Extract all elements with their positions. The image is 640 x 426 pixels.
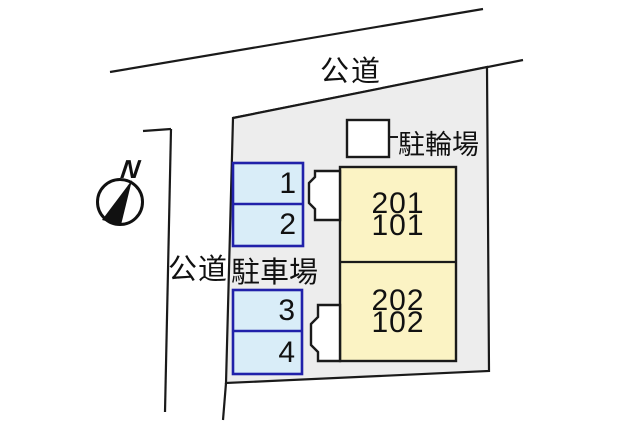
building-outline (338, 165, 458, 363)
bicycle-parking-box (345, 118, 391, 159)
parking-space-4: 4 (278, 336, 295, 369)
parcel-boundary-extension (221, 382, 228, 421)
bicycle-parking-label: 駐輪場 (398, 130, 479, 160)
unit-number-201: 201 (371, 186, 425, 220)
entrance-porch-lower (309, 303, 342, 363)
unit-number-101: 101 (371, 208, 425, 242)
parking-space-3: 3 (278, 294, 295, 327)
top-road-upper-edge (109, 7, 484, 74)
top-road-label: 公道 (320, 56, 383, 88)
left-road-edge (163, 128, 173, 413)
compass-needle-icon (102, 180, 132, 225)
building-unit-202-102: 202 102 (340, 262, 456, 361)
left-road-label: 公道 (168, 254, 229, 286)
building-unit-201-101: 201 101 (340, 167, 456, 262)
left-road-corner-tick (142, 127, 172, 133)
unit-number-202: 202 (371, 283, 425, 317)
unit-number-102: 102 (371, 305, 425, 339)
parking-space-2: 2 (279, 208, 296, 241)
parking-lot-label: 駐車場 (231, 257, 319, 289)
parking-space-1: 1 (279, 167, 296, 200)
entrance-porch-upper (307, 169, 342, 222)
